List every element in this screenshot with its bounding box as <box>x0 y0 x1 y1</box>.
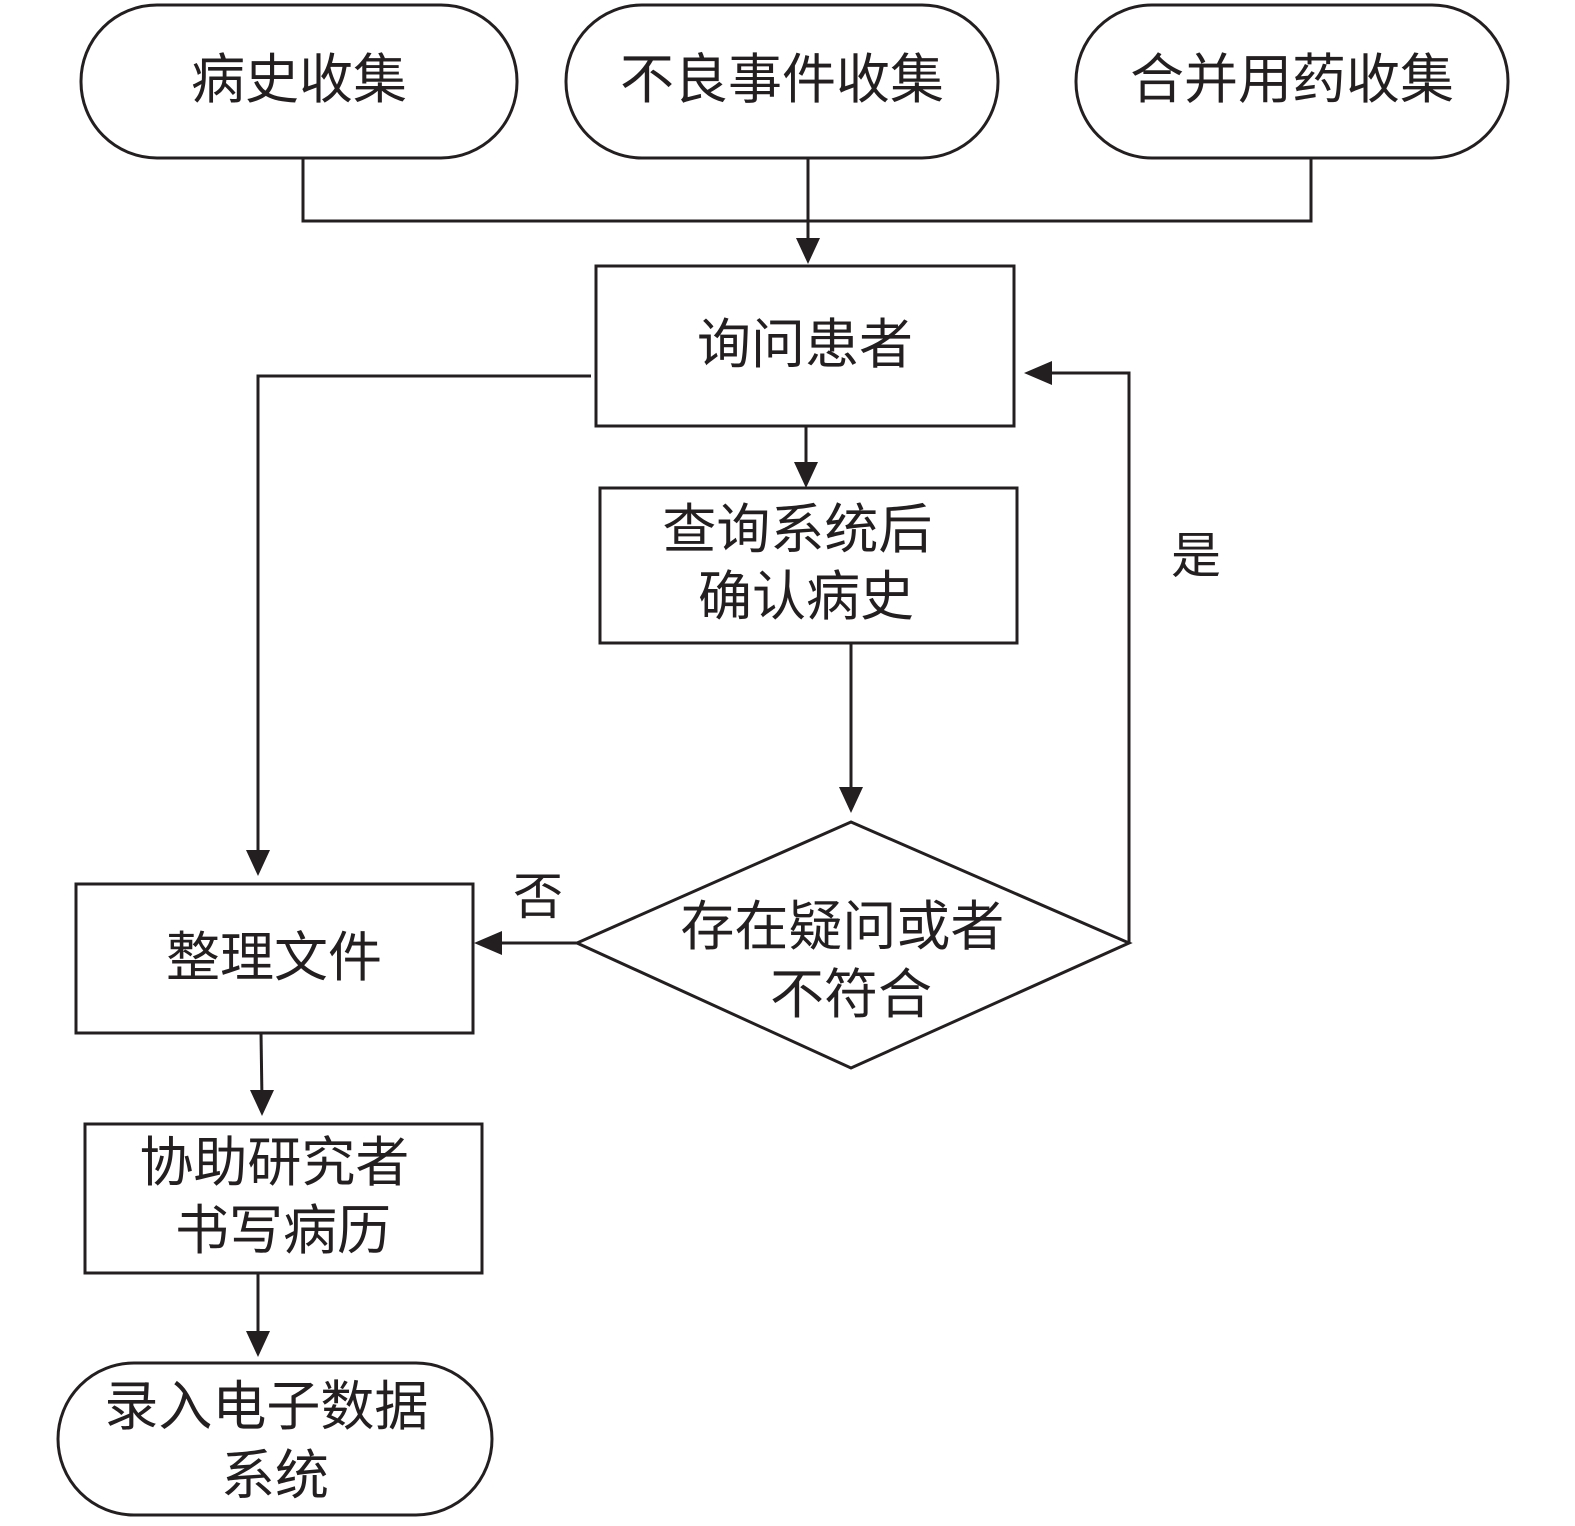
decision-node: 存在疑问或者 不符合 <box>573 820 1133 1070</box>
confirm-history-label: 查询系统后 确认病史 <box>662 498 949 628</box>
edge-decision-yes <box>1024 361 1131 943</box>
decision-label: 存在疑问或者 不符合 <box>680 895 1021 1026</box>
assist-record-node: 协助研究者 书写病历 <box>83 1122 484 1275</box>
edge-confirm-to-decision <box>839 643 863 813</box>
ask-patient-node: 询问患者 <box>594 264 1016 428</box>
enter-edc-line-2: 系统 <box>221 1444 329 1507</box>
history-collect-node: 病史收集 <box>79 3 519 160</box>
enter-edc-line-1: 录入电子数据 <box>104 1375 428 1438</box>
edge-ask-to-confirm <box>794 426 818 488</box>
enter-edc-label: 录入电子数据 系统 <box>104 1375 445 1507</box>
concomitant-med-collect-node: 合并用药收集 <box>1074 3 1510 160</box>
edge-ask-to-organize <box>246 374 591 876</box>
confirm-history-line-2: 确认病史 <box>698 565 914 628</box>
assist-record-line-1: 协助研究者 <box>139 1131 409 1194</box>
confirm-history-line-1: 查询系统后 <box>662 498 932 561</box>
edge-organize-to-assist <box>250 1032 274 1116</box>
adverse-event-collect-node: 不良事件收集 <box>564 3 1000 160</box>
organize-files-node: 整理文件 <box>74 882 475 1035</box>
adverse-event-collect-label: 不良事件收集 <box>620 48 944 111</box>
assist-record-line-2: 书写病历 <box>175 1199 391 1262</box>
merge-connector <box>301 158 1313 264</box>
enter-edc-node: 录入电子数据 系统 <box>56 1361 494 1517</box>
edge-decision-no <box>474 931 577 955</box>
ask-patient-label: 询问患者 <box>697 313 913 376</box>
decision-line-2: 不符合 <box>770 963 932 1026</box>
edge-label-no: 否 <box>513 868 563 926</box>
edge-assist-to-enter <box>246 1273 270 1357</box>
history-collect-label: 病史收集 <box>191 48 407 111</box>
edge-label-yes: 是 <box>1171 527 1221 585</box>
confirm-history-node: 查询系统后 确认病史 <box>598 486 1019 645</box>
decision-line-1: 存在疑问或者 <box>680 895 1004 958</box>
concomitant-med-collect-label: 合并用药收集 <box>1130 48 1454 111</box>
organize-files-label: 整理文件 <box>166 926 382 989</box>
assist-record-label: 协助研究者 书写病历 <box>139 1131 426 1262</box>
